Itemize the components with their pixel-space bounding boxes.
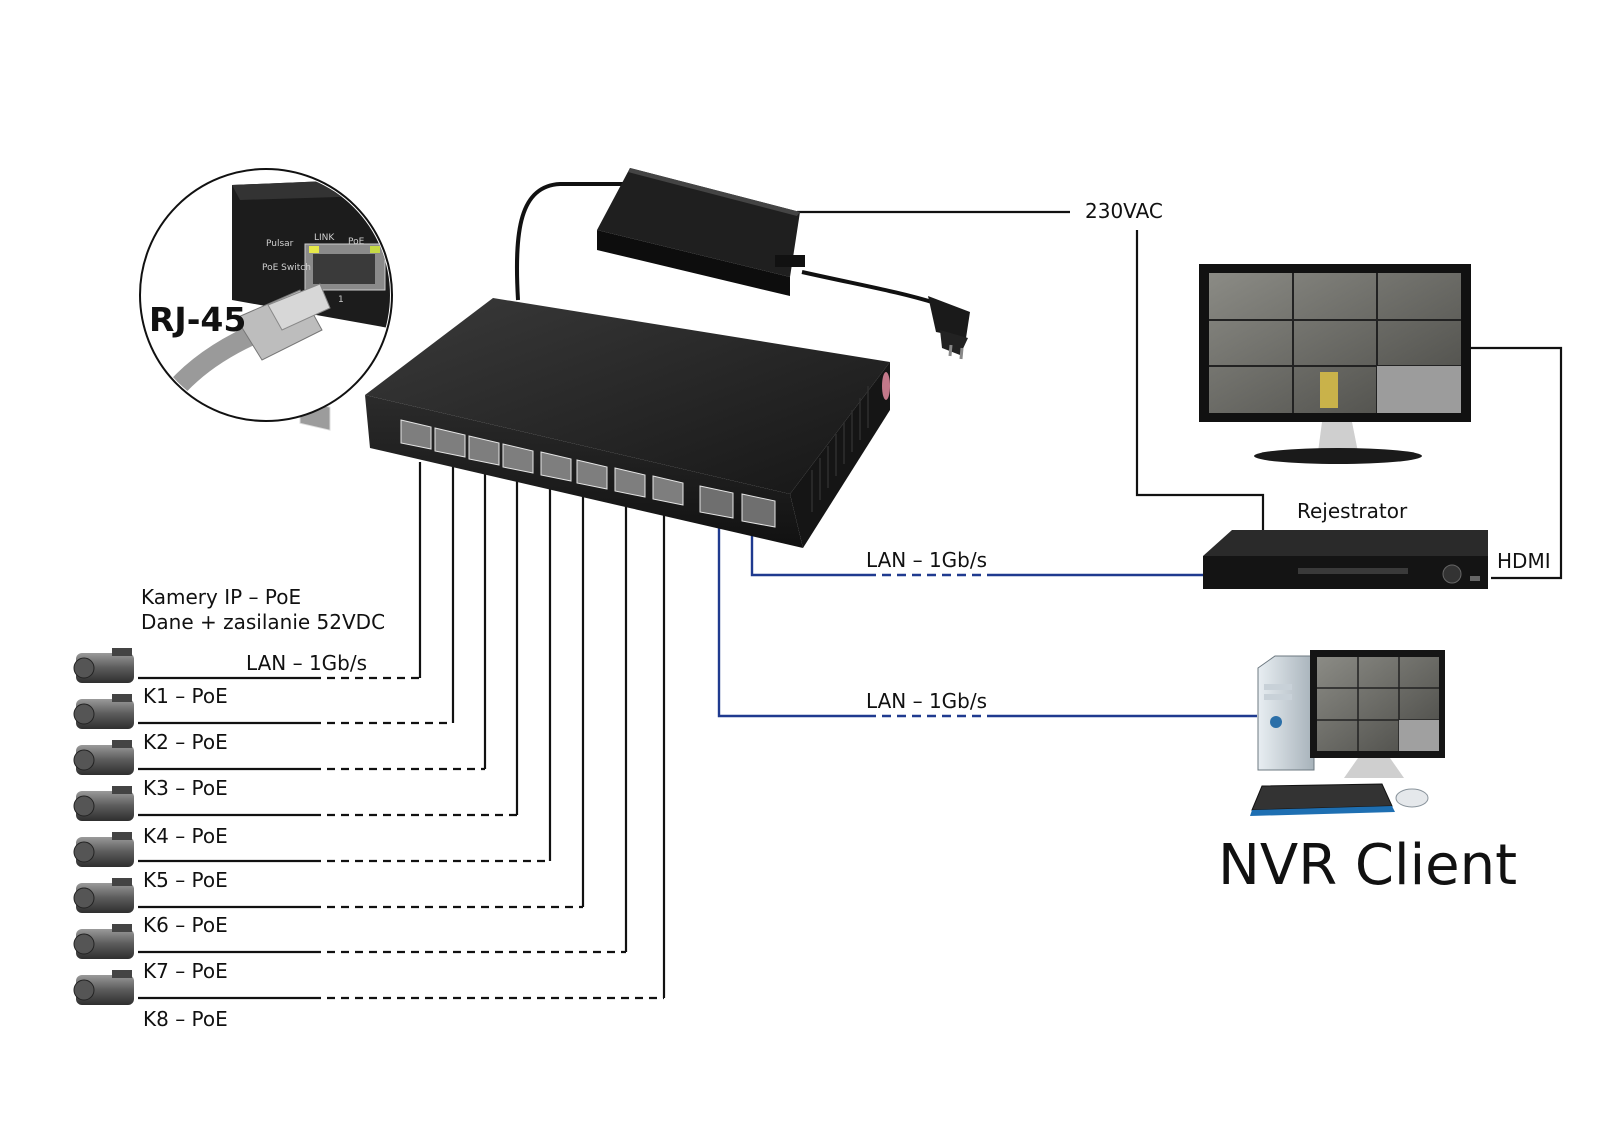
camera-label: K6 – PoE <box>143 913 228 937</box>
lan-client-line <box>717 527 867 718</box>
inset-link-label: LINK <box>314 233 335 243</box>
camera-label: K2 – PoE <box>143 730 228 754</box>
camera-wires <box>138 462 666 1000</box>
switch-port-row <box>400 419 776 528</box>
camera-icon <box>73 694 134 729</box>
camera-icon <box>73 924 134 959</box>
hdmi-label: HDMI <box>1497 549 1551 573</box>
camera-icons <box>73 648 134 1005</box>
camera-label: K1 – PoE <box>143 684 228 708</box>
lan-client-label: LAN – 1Gb/s <box>866 689 987 713</box>
keyboard-icon <box>1250 783 1395 816</box>
poe-switch <box>299 298 890 548</box>
inset-port-number: 1 <box>338 295 344 305</box>
camera-label: K3 – PoE <box>143 776 228 800</box>
lan-recorder-label: LAN – 1Gb/s <box>866 548 987 572</box>
nvr-client-label: NVR Client <box>1218 833 1517 898</box>
camera-label: K8 – PoE <box>143 1007 228 1031</box>
recorder-label: Rejestrator <box>1297 499 1408 523</box>
camera-icon <box>73 786 134 821</box>
camera-icon <box>73 970 134 1005</box>
cameras-subtitle: Dane + zasilanie 52VDC <box>141 610 385 634</box>
labels: 230VAC Rejestrator HDMI LAN – 1Gb/s LAN … <box>141 199 1551 1031</box>
hdmi-line <box>1467 346 1563 580</box>
nvr-client-pc <box>1250 650 1445 816</box>
camera-icon <box>73 648 134 683</box>
camera-icon <box>73 878 134 913</box>
mouse-icon <box>1395 788 1429 808</box>
recorder <box>1203 530 1488 589</box>
inset-poe-label: PoE <box>348 237 365 247</box>
rj45-zoom-inset: LINK PoE Pulsar PoE Switch 1 RJ-45 <box>139 168 393 422</box>
camera-icon <box>73 740 134 775</box>
inset-device-label: PoE Switch <box>262 263 311 273</box>
monitor <box>1199 264 1471 464</box>
rj45-label: RJ-45 <box>149 300 246 339</box>
lan-uplinks <box>717 525 1257 718</box>
inset-brand-label: Pulsar <box>266 239 294 249</box>
wires <box>138 210 1563 1000</box>
camera-icon <box>73 832 134 867</box>
cameras-title: Kamery IP – PoE <box>141 585 301 609</box>
power-label: 230VAC <box>1085 199 1163 223</box>
power-adapter <box>514 168 970 360</box>
camera-label: K7 – PoE <box>143 959 228 983</box>
recorder-power-line <box>1135 230 1265 530</box>
camera-label: K4 – PoE <box>143 824 228 848</box>
lan-cameras-label: LAN – 1Gb/s <box>246 651 367 675</box>
power-plug <box>928 296 970 360</box>
camera-label: K5 – PoE <box>143 868 228 892</box>
lan-recorder-line <box>750 525 867 577</box>
